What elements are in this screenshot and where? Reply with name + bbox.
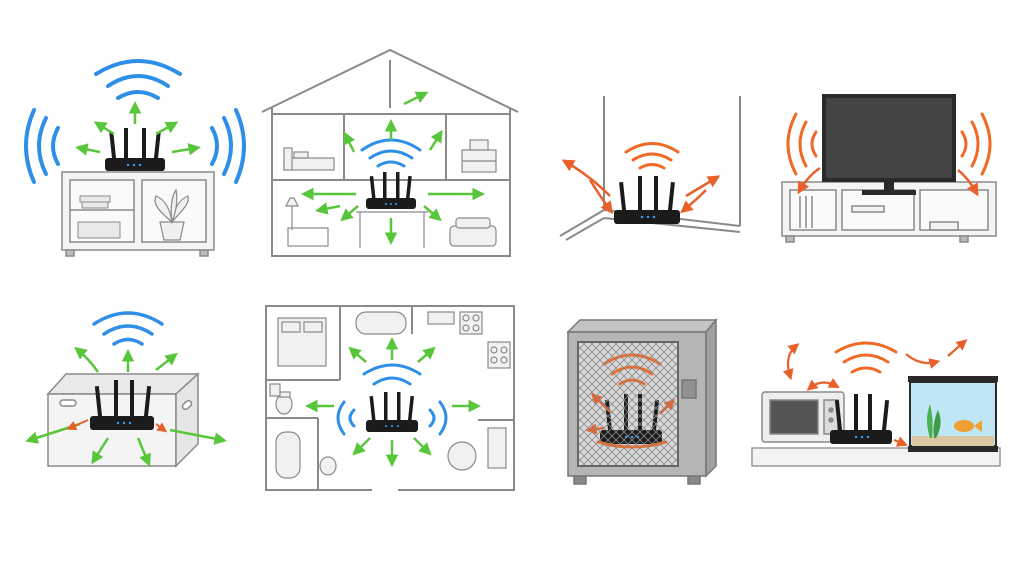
bathtub-icon: [275, 311, 407, 479]
blocked-arrows: [66, 419, 168, 433]
router-icon: [614, 176, 680, 224]
tv-stand-icon: [781, 181, 997, 243]
floor-plan-icon: [265, 305, 515, 492]
signal-arrows: [75, 101, 201, 156]
panel-inside-box: [25, 311, 227, 468]
wifi-signal-good: [360, 138, 422, 168]
dresser-icon: [461, 139, 497, 173]
signal-arrows: [305, 337, 481, 467]
signal-arrows: [301, 91, 485, 245]
panel-behind-tv: [781, 94, 997, 243]
router-icon: [105, 128, 165, 171]
router-icon: [90, 380, 154, 430]
blocked-arrows: [782, 339, 968, 447]
blocked-arrows: [797, 166, 979, 197]
house-icon: [261, 48, 519, 257]
wifi-signal-weak: [834, 341, 898, 374]
panel-central-floor-plan: [265, 305, 515, 492]
sofa-icon: [449, 217, 497, 247]
wifi-signal-weak: [624, 142, 680, 170]
microwave-icon: [761, 391, 845, 443]
bed-icon: [277, 317, 327, 367]
wifi-signal-good: [336, 363, 448, 436]
signal-arrows: [25, 346, 227, 467]
router-icon: [366, 392, 418, 432]
tv-icon: [822, 94, 956, 195]
router-icon: [830, 394, 892, 444]
shelf-icon: [61, 171, 215, 257]
router-icon: [366, 172, 416, 209]
desk-icon: [287, 211, 428, 248]
panel-central-house-cross-section: [261, 48, 519, 257]
bed-icon: [283, 147, 335, 171]
stove-icon: [427, 311, 511, 369]
panel-metal-cabinet: [566, 317, 718, 485]
panel-elevated-open-shelf: [24, 59, 246, 257]
plant-icon: [154, 188, 189, 241]
fish-icon: [954, 420, 982, 432]
wifi-signal-weak: [786, 112, 992, 176]
books-icon: [77, 195, 121, 239]
lamp-icon: [285, 197, 299, 230]
blocked-arrows: [561, 159, 721, 215]
panel-near-microwave-aquarium: [751, 339, 1001, 467]
mesh-icon: [577, 341, 679, 467]
panel-room-corner: [559, 96, 741, 241]
aquarium-icon: [908, 376, 998, 452]
wifi-signal-good: [24, 59, 246, 184]
table-icon: [269, 383, 507, 471]
wifi-signal-good: [92, 311, 164, 346]
